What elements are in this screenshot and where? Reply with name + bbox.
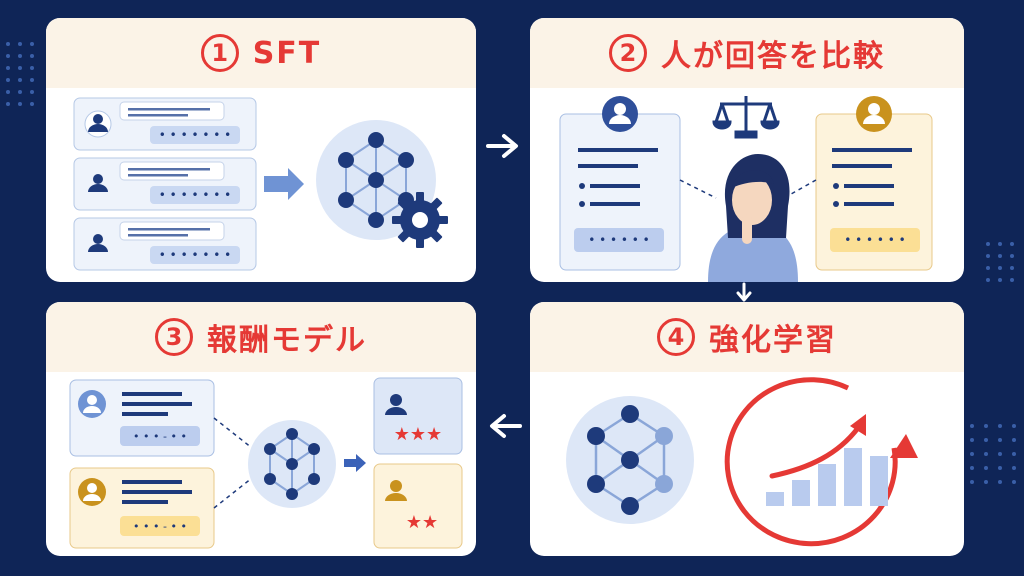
step-1-panel: 1 SFT • • • • • • • • • • • • • • <box>46 18 476 282</box>
step-3-header: 3 報酬モデル <box>46 302 476 372</box>
step-2-title: 人が回答を比較 <box>661 39 885 74</box>
step-2-panel: 2 人が回答を比較 • • • • • • • • • • • • <box>530 18 964 282</box>
step-2-number: 2 <box>609 34 647 72</box>
user-icon <box>385 394 407 415</box>
user-icon <box>863 103 885 124</box>
human-comparison-illustration: • • • • • • • • • • • • <box>559 96 933 282</box>
conversation-card: • • • • • • • <box>73 217 257 271</box>
background-dots-left <box>6 42 34 106</box>
user-icon <box>88 234 108 252</box>
step-1-number: 1 <box>200 34 239 72</box>
person-thinking-icon <box>708 154 798 282</box>
svg-text:• • • • • • •: • • • • • • • <box>159 188 231 202</box>
arrow-icon <box>264 168 304 200</box>
step-2-header: 2 人が回答を比較 <box>530 18 964 88</box>
step-1-title: SFT <box>252 35 322 71</box>
user-icon <box>83 395 101 413</box>
user-icon <box>609 103 631 124</box>
answer-card-a: • • • - • • <box>69 379 215 457</box>
score-card-high: ★★★ <box>373 377 463 455</box>
step-3-title: 報酬モデル <box>207 323 367 358</box>
scales-icon <box>712 96 780 139</box>
svg-text:• • • • • • •: • • • • • • • <box>159 248 231 262</box>
answer-card-b: • • • • • • <box>815 96 933 271</box>
arrow-step2-to-step4 <box>736 282 752 302</box>
user-icon <box>83 483 101 501</box>
user-icon <box>88 174 108 192</box>
gear-icon <box>392 192 448 248</box>
conversation-card: • • • • • • • <box>73 157 257 211</box>
reward-model-illustration: • • • - • • • • • - • • <box>69 377 463 549</box>
step-4-title: 強化学習 <box>709 323 837 358</box>
background-dots-bottom-right <box>970 424 1016 484</box>
step-3-number: 3 <box>155 318 193 356</box>
step-4-number: 4 <box>657 318 695 356</box>
neural-network-icon <box>566 396 694 524</box>
answer-card-b: • • • - • • <box>69 467 215 549</box>
svg-text:• • • - • •: • • • - • • <box>133 430 187 443</box>
step-4-panel: 4 強化学習 <box>530 302 964 556</box>
growth-chart-icon <box>724 377 918 547</box>
score-card-medium: ★★ <box>373 463 463 549</box>
star-icon: ★★★ <box>394 424 442 445</box>
answer-card-a: • • • • • • <box>559 96 681 271</box>
arrow-icon <box>344 454 366 472</box>
arrow-step4-to-step3 <box>490 414 522 438</box>
star-icon: ★★ <box>406 512 438 533</box>
conversation-card: • • • • • • • <box>73 97 257 151</box>
svg-text:• • • • • •: • • • • • • <box>588 233 650 247</box>
neural-network-icon <box>248 420 336 508</box>
step-4-header: 4 強化学習 <box>530 302 964 372</box>
step-3-panel: 3 報酬モデル • • • - • • • • • - • • <box>46 302 476 556</box>
step-1-header: 1 SFT <box>46 18 476 88</box>
arrow-step1-to-step2 <box>486 134 518 158</box>
svg-text:• • • - • •: • • • - • • <box>133 520 187 533</box>
user-icon <box>385 480 407 501</box>
user-icon <box>88 114 108 132</box>
reinforcement-learning-illustration <box>566 377 918 547</box>
sft-illustration: • • • • • • • • • • • • • • • • • • • • … <box>73 97 448 271</box>
svg-text:• • • • • • •: • • • • • • • <box>159 128 231 142</box>
background-dots-right <box>986 242 1014 282</box>
svg-text:• • • • • •: • • • • • • <box>844 233 906 247</box>
